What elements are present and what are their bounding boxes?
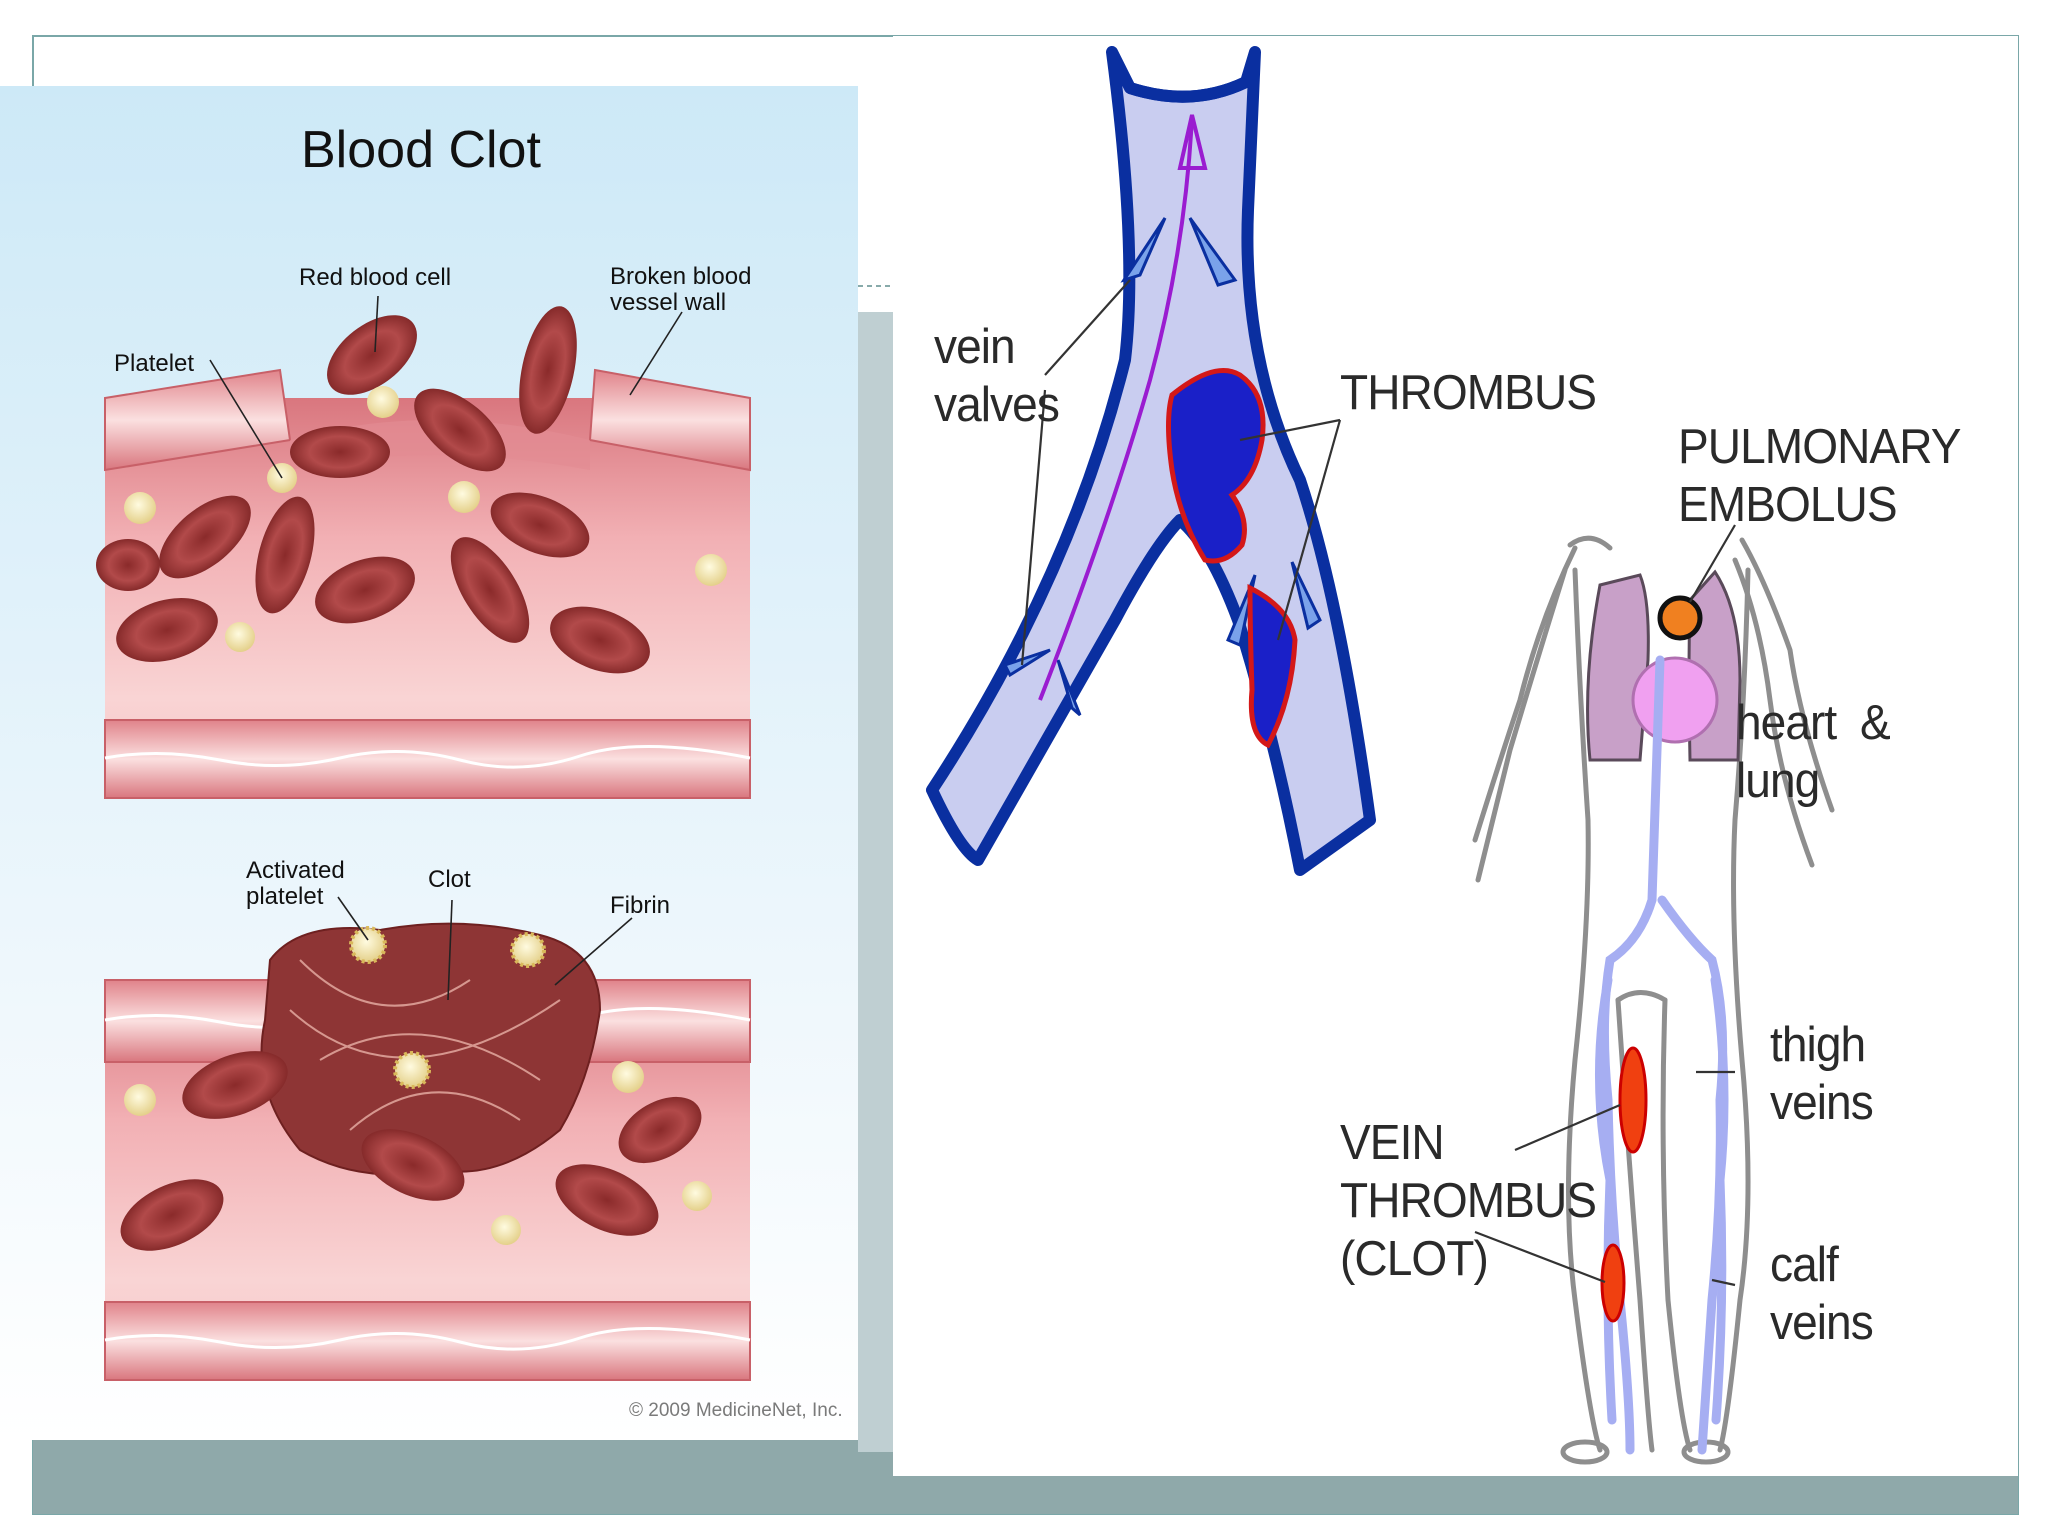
platelet [612,1061,644,1093]
label-thrombus: THROMBUS [1340,366,1597,420]
label-vein-thrombus-clot: VEIN THROMBUS (CLOT) [1340,1116,1597,1286]
activated-platelet [349,926,387,964]
copyright-notice: © 2009 MedicineNet, Inc. [629,1400,843,1421]
activated-platelet [393,1051,431,1089]
vein-valves [1002,217,1322,717]
label-pulmonary-embolus: PULMONARY EMBOLUS [1678,420,1961,532]
blood-clot-title: Blood Clot [301,121,541,179]
red-blood-cells [96,306,702,1251]
body-veins [1594,655,1729,1455]
red-blood-cell [159,495,251,579]
body-figure [1472,535,1835,1465]
red-blood-cell [116,598,218,662]
platelet [448,481,480,513]
red-blood-cell [361,1129,465,1201]
platelet [225,622,255,652]
red-blood-cell [519,306,577,434]
platelet [124,1084,156,1116]
pulmonary-embolus [1657,595,1703,641]
red-blood-cell [490,492,590,558]
red-blood-cell [255,496,315,614]
leg-thrombus [1600,1243,1626,1323]
red-blood-cell [327,315,417,395]
leg-thrombus [1618,1046,1648,1154]
vein-valve [1120,217,1167,283]
platelet [491,1215,521,1245]
blood-clot-panel [0,86,858,1440]
red-blood-cell [550,606,650,674]
red-blood-cell [96,539,160,591]
red-blood-cell [414,388,506,472]
platelet [682,1181,712,1211]
red-blood-cell [120,1179,224,1251]
red-blood-cell [182,1051,288,1119]
platelet [367,386,399,418]
platelet [695,554,727,586]
platelet [124,492,156,524]
lung-left [1586,573,1650,762]
label-fibrin: Fibrin [610,892,671,919]
label-clot: Clot [428,866,471,893]
activated-platelet [510,932,546,968]
label-heart-lung: heart & lung [1736,696,1891,808]
flow-arrow [1038,114,1208,701]
label-broken-vessel-wall: Broken blood vessel wall [610,263,752,316]
clot-leader-lines [209,295,683,1001]
label-calf-veins: calf veins [1770,1238,1874,1350]
label-activated-platelet: Activated platelet [246,857,345,910]
bottom-vessel [104,979,751,1381]
heart [1631,656,1719,744]
red-blood-cell [315,556,415,624]
vein-valve [1290,561,1322,631]
vein-valve [1056,659,1082,717]
label-platelet: Platelet [114,350,195,377]
vein-leader-lines [1020,279,1736,1287]
red-blood-cell [450,537,530,643]
label-red-blood-cell: Red blood cell [299,264,452,291]
thrombus [1166,368,1298,749]
label-thigh-veins: thigh veins [1770,1018,1874,1130]
red-blood-cell [555,1164,659,1236]
vein-panel [893,36,2018,1476]
label-vein-valves: vein valves [934,320,1060,432]
vein-valve [1188,217,1238,287]
leg-thrombi [1600,1046,1648,1323]
red-blood-cell [618,1096,702,1164]
vein-valve [1002,648,1051,678]
clot-mass [260,922,602,1176]
red-blood-cell [290,426,390,478]
